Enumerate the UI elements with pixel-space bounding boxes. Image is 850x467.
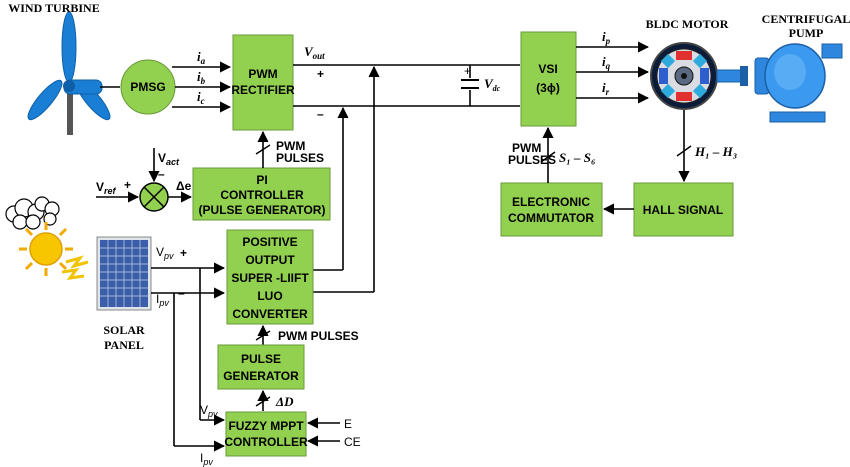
ib-label: ib: [197, 69, 206, 86]
cap-plus: +: [464, 64, 471, 78]
pi-line1: PI: [256, 173, 267, 187]
pmsg-label: PMSG: [130, 80, 165, 94]
fuzzy-line1: FUZZY MPPT: [228, 419, 304, 433]
vsi-pwm-pulses-line2: PULSES: [508, 153, 556, 167]
hall-signal-label: HALL SIGNAL: [643, 203, 723, 217]
vdc-label: Vdc: [484, 76, 501, 93]
pi-pwm-pulses-line2: PULSES: [276, 151, 324, 165]
vpv-plus: +: [180, 246, 187, 260]
h1-h3-label: H₁ – H₃: [694, 144, 737, 159]
ic-label: ic: [197, 89, 205, 106]
ip-label: ip: [602, 29, 611, 46]
pi-controller-block: [192, 167, 331, 221]
solar-panel-label-line2: PANEL: [104, 338, 144, 352]
pulse-gen-line1: PULSE: [241, 352, 281, 366]
vpv-fuzzy-label: Vpv: [200, 403, 218, 419]
vact-label: Vact: [158, 151, 180, 167]
delta-e-label: Δe: [176, 179, 192, 193]
vsi-line2: (3ϕ): [536, 81, 560, 95]
luo-line5: CONVERTER: [232, 307, 308, 321]
commutator-line2: COMMUTATOR: [508, 211, 594, 225]
vout-plus: +: [317, 67, 324, 81]
wind-turbine-icon: [27, 11, 111, 135]
vpv-panel-label: Vpv: [156, 245, 174, 261]
vsi-line1: VSI: [538, 62, 557, 76]
fuzzy-mppt-block: [225, 411, 307, 457]
summing-junction-icon: [139, 182, 169, 212]
pulse-generator-block: [217, 344, 305, 390]
luo-line3: SUPER -LIIFT: [231, 271, 309, 285]
ipv-fuzzy-label: Ipv: [200, 451, 213, 467]
sun-cloud-icon: [5, 196, 89, 280]
e-input-label: E: [344, 417, 352, 431]
bldc-motor-icon: [650, 42, 718, 110]
electronic-commutator-block: [500, 182, 603, 237]
luo-line1: POSITIVE: [242, 235, 297, 249]
ce-input-label: CE: [344, 435, 361, 449]
vsi-block: [520, 31, 577, 127]
pwm-rectifier-line1: PWM: [248, 67, 277, 81]
ipv-panel-label: Ipv: [156, 292, 169, 308]
pwm-rectifier-line2: RECTIFIER: [231, 83, 295, 97]
capacitor-icon: [461, 65, 479, 106]
s1-s6-label: S₁ – S₆: [559, 150, 596, 165]
luo-line2: OUTPUT: [245, 253, 295, 267]
solar-panel-label-line1: SOLAR: [103, 323, 145, 337]
pwm-rectifier-block: [232, 34, 294, 131]
bldc-motor-label: BLDC MOTOR: [646, 17, 729, 31]
vref-label: Vref: [96, 180, 117, 196]
hall-signal-block: [633, 182, 734, 237]
iq-label: iq: [602, 54, 611, 71]
commutator-line1: ELECTRONIC: [512, 195, 590, 209]
pump-label-line2: PUMP: [789, 26, 824, 40]
vref-plus: +: [124, 178, 131, 192]
luo-converter-block: [226, 229, 314, 325]
pi-line2: CONTROLLER: [220, 188, 304, 202]
ir-label: ir: [602, 80, 610, 97]
wind-turbine-label: WIND TURBINE: [8, 1, 99, 15]
vsi-pwm-pulses-line1: PWM: [512, 141, 541, 155]
delta-d-label: ΔD: [275, 394, 294, 409]
ia-label: ia: [197, 49, 206, 66]
pi-line3: (PULSE GENERATOR): [199, 203, 326, 217]
luo-pwm-pulses-label: PWM PULSES: [278, 329, 359, 343]
pump-label-line1: CENTRIFUGAL: [762, 12, 850, 26]
pulse-gen-line2: GENERATOR: [223, 369, 299, 383]
fuzzy-line2: CONTROLLER: [224, 435, 308, 449]
vact-minus: –: [158, 167, 165, 181]
pi-pwm-pulses-line1: PWM: [276, 139, 305, 153]
vout-label: Vout: [304, 44, 325, 61]
centrifugal-pump-icon: [754, 43, 843, 123]
vout-minus: –: [317, 107, 324, 121]
luo-line4: LUO: [257, 289, 282, 303]
solar-panel-icon: [96, 236, 152, 311]
